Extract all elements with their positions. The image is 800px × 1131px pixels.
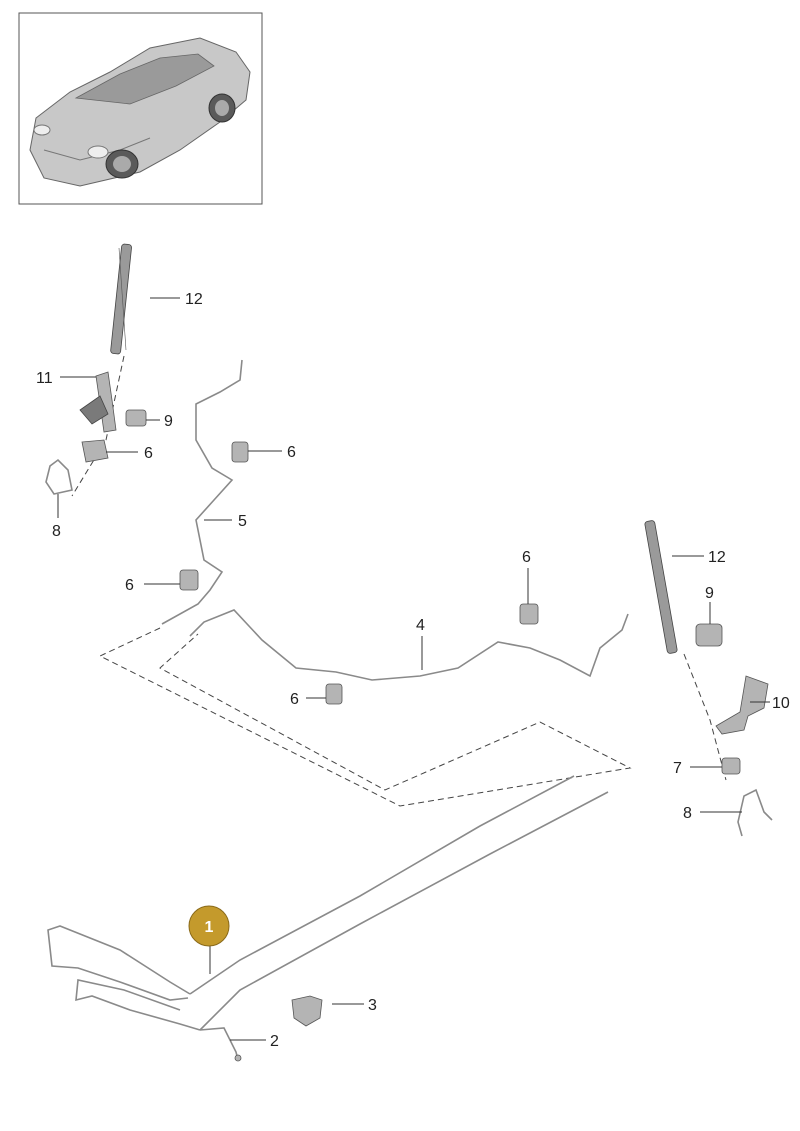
brake-line-4[interactable] (189, 609, 629, 681)
brake-line-5[interactable] (161, 359, 243, 625)
car-thumbnail-icon (29, 37, 251, 187)
car-thumbnail[interactable] (18, 12, 263, 205)
callout-7: 7 (673, 760, 682, 777)
callout-8-right: 8 (683, 805, 692, 822)
callout-6-right: 6 (522, 549, 531, 566)
highlight-badge-1[interactable]: 1 (188, 905, 230, 947)
gas-strut-left[interactable] (110, 243, 132, 355)
dashed-route-outline (98, 627, 632, 807)
clip-lower-6[interactable] (325, 683, 343, 705)
callout-4: 4 (416, 617, 425, 634)
callout-10: 10 (772, 695, 790, 712)
clip-right-6[interactable] (519, 603, 539, 625)
callout-5: 5 (238, 513, 247, 530)
bracket-left[interactable] (79, 371, 117, 433)
callout-6-lower: 6 (290, 691, 299, 708)
callout-12-left: 12 (185, 291, 203, 308)
callout-labels: 12 11 9 6 6 8 5 6 6 4 6 12 9 10 7 8 3 2 (36, 291, 790, 1050)
clip-mid-6[interactable] (179, 569, 199, 591)
callout-12-right: 12 (708, 549, 726, 566)
callout-6-mid: 6 (125, 577, 134, 594)
fastener-right-9[interactable] (695, 623, 723, 647)
bracket-right-10[interactable] (715, 675, 769, 735)
holder-3[interactable] (291, 995, 323, 1027)
hose-left-8[interactable] (45, 458, 73, 495)
brake-line-1[interactable] (47, 775, 609, 1031)
callout-1: 1 (205, 919, 214, 936)
clip-upper-6[interactable] (231, 441, 249, 463)
fastener-left-9[interactable] (125, 409, 147, 427)
callout-3: 3 (368, 997, 377, 1014)
callout-2: 2 (270, 1033, 279, 1050)
callout-11: 11 (36, 370, 53, 387)
hose-right-8[interactable] (737, 788, 773, 837)
gas-strut-right[interactable] (644, 520, 678, 654)
callout-6-left: 6 (144, 445, 153, 462)
leader-lines (57, 297, 770, 1041)
clip-left-6[interactable] (81, 439, 109, 463)
callout-6-upper: 6 (287, 444, 296, 461)
callout-8-left: 8 (52, 523, 61, 540)
connector-2[interactable] (199, 1027, 242, 1062)
callout-9-right: 9 (705, 585, 714, 602)
callout-9-left: 9 (164, 413, 173, 430)
clip-right-7[interactable] (721, 757, 741, 775)
